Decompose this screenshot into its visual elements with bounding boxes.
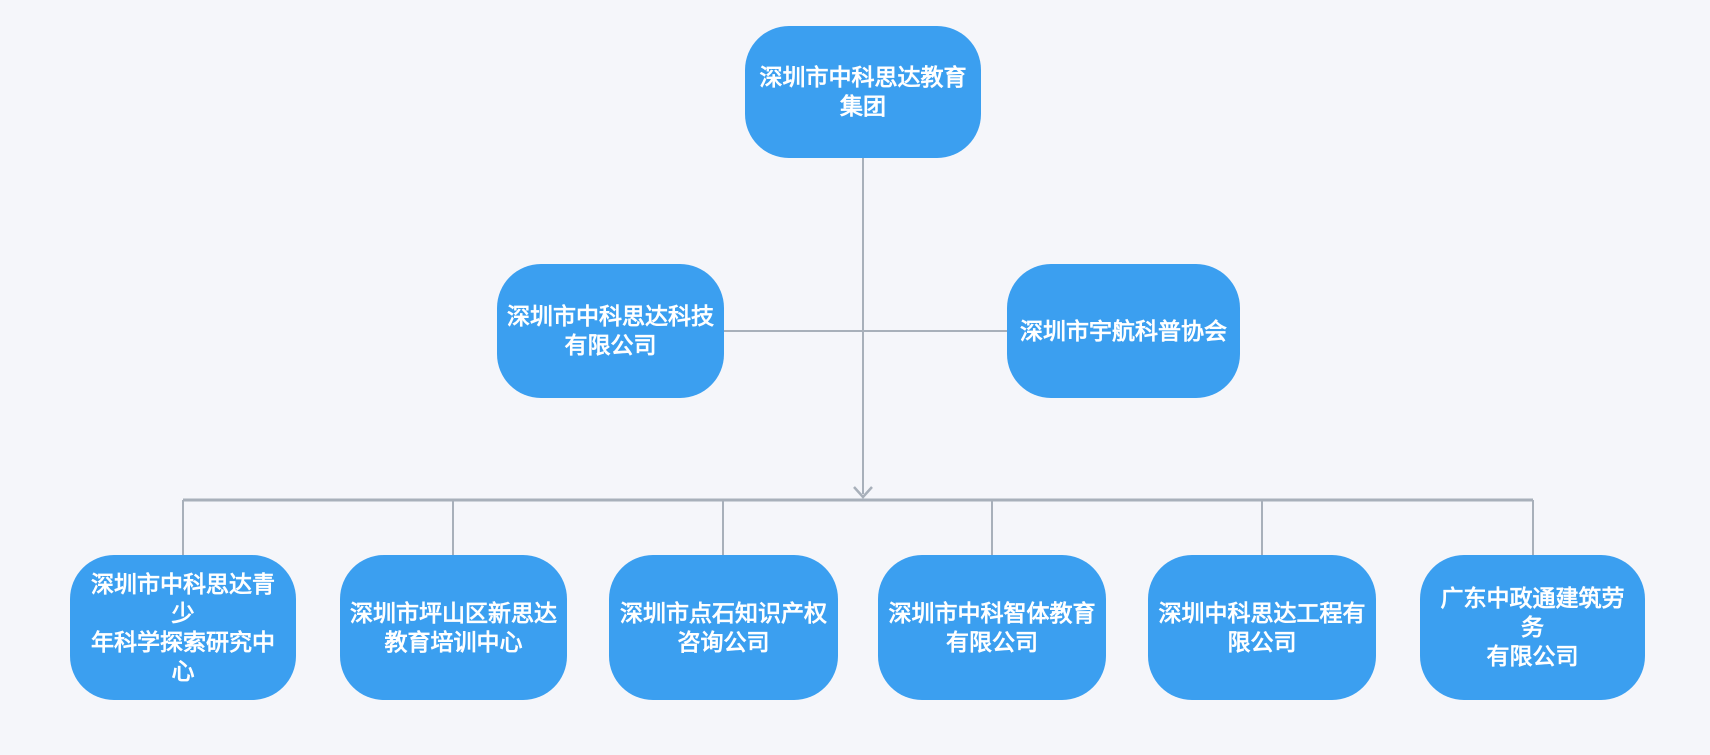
node-level3-youth-science-center[interactable]: 深圳市中科思达青少 年科学探索研究中心 — [70, 555, 296, 700]
node-level3-construction-labor[interactable]: 广东中政通建筑劳务 有限公司 — [1420, 555, 1645, 700]
node-level3-ip-consulting[interactable]: 深圳市点石知识产权 咨询公司 — [609, 555, 838, 700]
node-level2-tech-company[interactable]: 深圳市中科思达科技 有限公司 — [497, 264, 724, 398]
node-level3-training-center[interactable]: 深圳市坪山区新思达 教育培训中心 — [340, 555, 567, 700]
node-level3-zhiti-education[interactable]: 深圳市中科智体教育 有限公司 — [878, 555, 1106, 700]
connector-arrowhead-icon — [853, 486, 873, 499]
node-root-company[interactable]: 深圳市中科思达教育 集团 — [745, 26, 981, 158]
node-level3-engineering[interactable]: 深圳中科思达工程有 限公司 — [1148, 555, 1376, 700]
node-level2-science-association[interactable]: 深圳市宇航科普协会 — [1007, 264, 1240, 398]
